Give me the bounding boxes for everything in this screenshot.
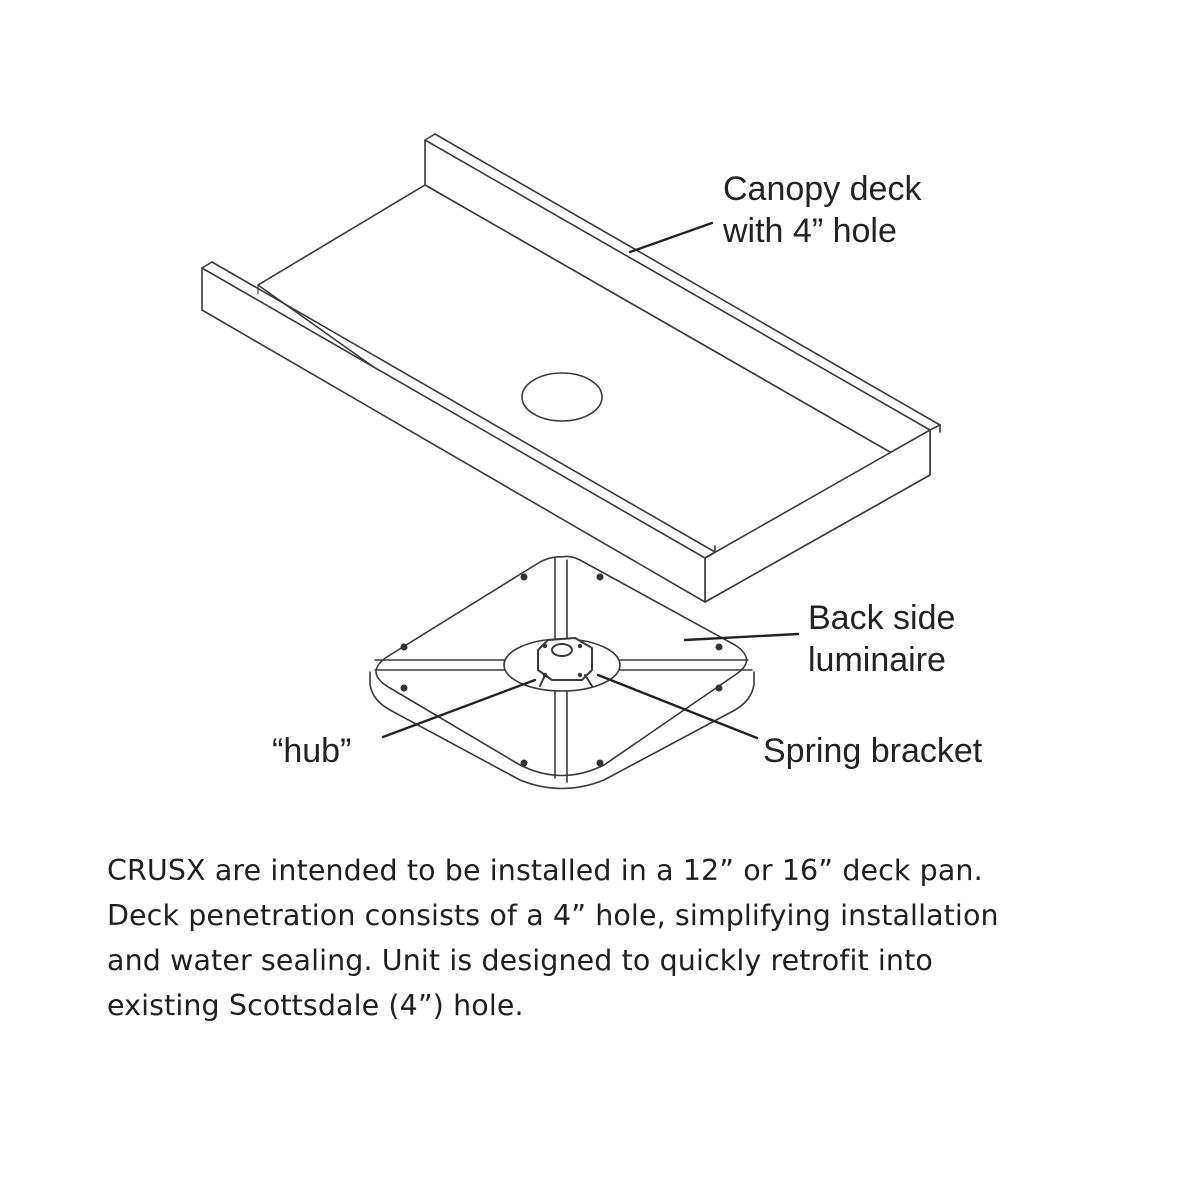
callout-canopy-line2: with 4” hole [723, 212, 897, 250]
product-description: CRUSX are intended to be installed in a … [107, 848, 1107, 1028]
callout-hub: “hub” [272, 732, 352, 770]
description-line-3: and water sealing. Unit is designed to q… [107, 944, 933, 977]
callout-back-side-luminaire: Back side luminaire [808, 597, 955, 681]
canopy-leader [628, 221, 714, 254]
canopy-front-flange [201, 267, 706, 603]
hub-leader [381, 678, 537, 739]
callout-canopy-deck: Canopy deck with 4” hole [723, 168, 921, 252]
canopy-back-flange-lip [929, 424, 941, 431]
callout-leaders [381, 221, 800, 740]
description-line-2: Deck penetration consists of a 4” hole, … [107, 899, 999, 932]
callout-spring-bracket: Spring bracket [763, 732, 983, 770]
callout-back-line1: Back side [808, 599, 956, 637]
back-leader [683, 632, 800, 642]
callout-canopy-line1: Canopy deck [723, 170, 922, 208]
spring-leader [596, 673, 759, 740]
deck-hole [521, 372, 603, 422]
mounting-holes [400, 573, 723, 767]
luminaire-drawing [369, 555, 755, 790]
callout-back-line2: luminaire [808, 641, 946, 679]
description-line-1: CRUSX are intended to be installed in a … [107, 854, 983, 887]
installation-diagram [201, 133, 941, 790]
canopy-deck-drawing [201, 133, 941, 603]
description-line-4: existing Scottsdale (4”) hole. [107, 989, 524, 1022]
